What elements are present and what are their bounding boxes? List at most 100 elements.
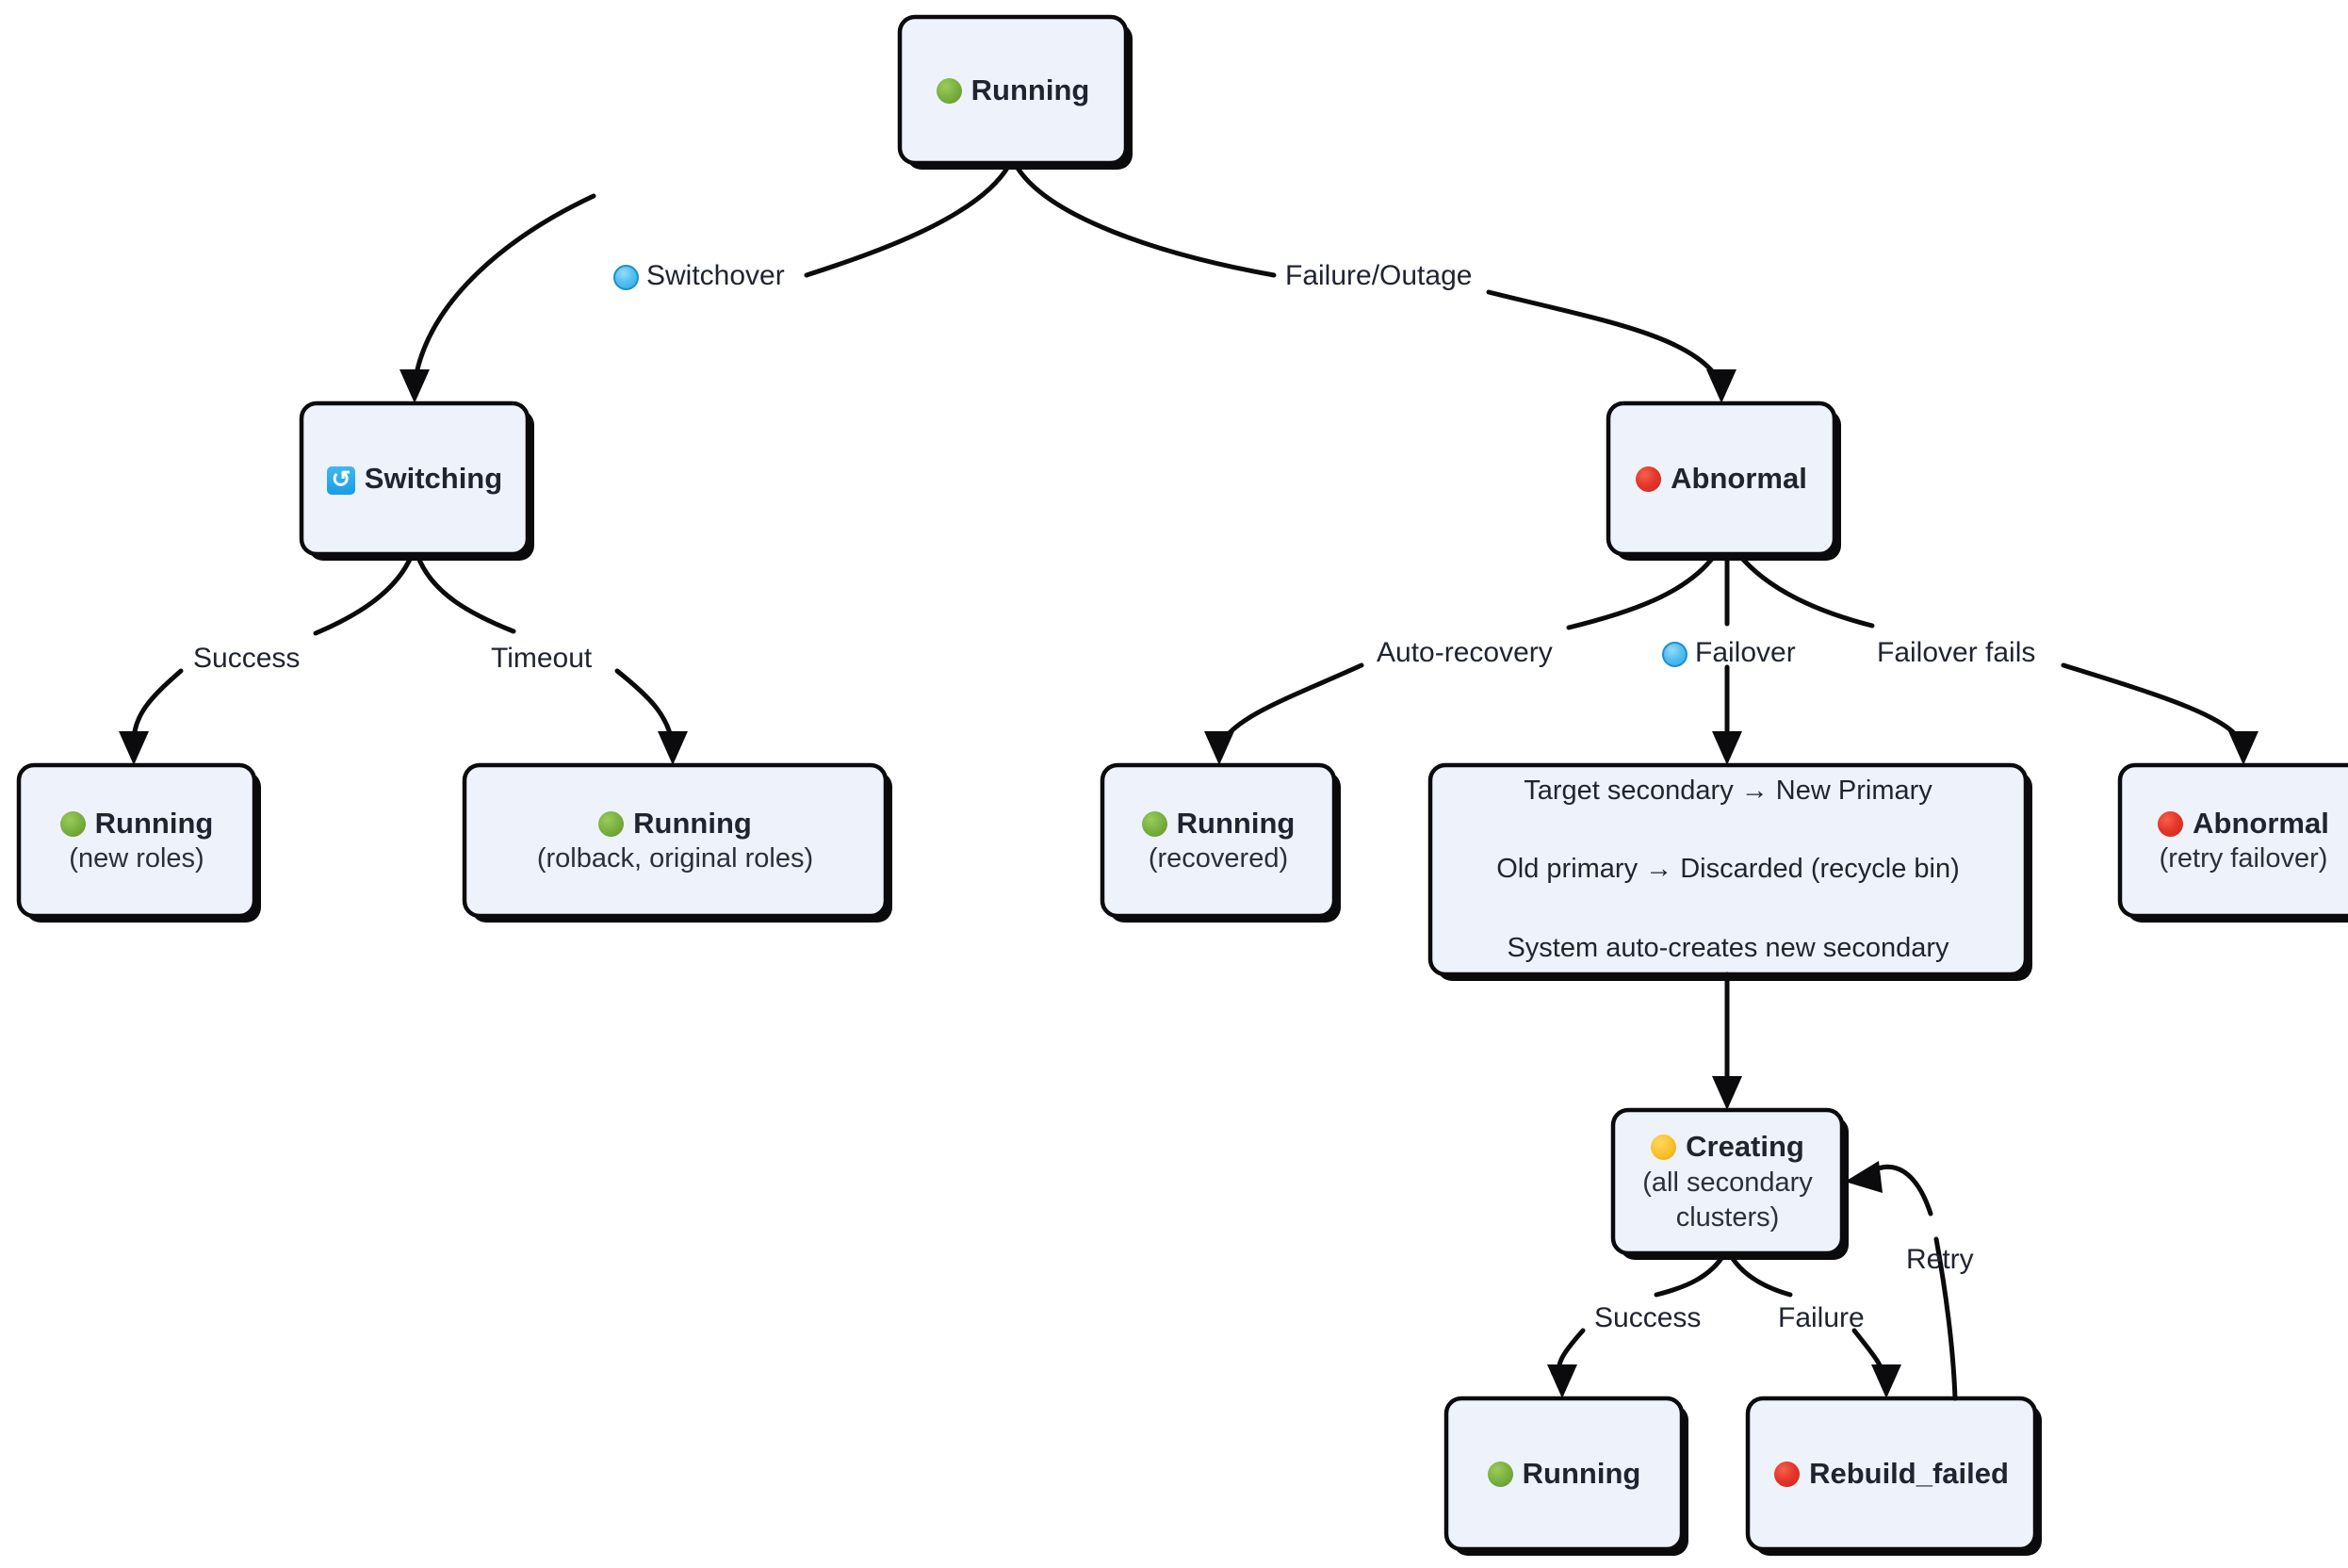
edge-label-text: Failover [1695, 637, 1796, 668]
edge-label-auto-recovery[interactable]: Auto-recovery [1377, 637, 1553, 669]
edge-failover-fails-lower [2061, 662, 2246, 749]
edge-label-text: Success [1594, 1302, 1702, 1333]
arrow-running-recovered [1204, 731, 1234, 765]
edge-failure-lower [1486, 289, 1724, 387]
node-title-running-rollback: Running [598, 805, 752, 842]
node-label-switching[interactable]: Switching [302, 403, 528, 554]
switch-arrows-icon [326, 466, 355, 495]
edge-label-text: Failure/Outage [1285, 260, 1473, 291]
red-circle-icon [2158, 810, 2184, 837]
edge-auto-recovery-lower [1216, 662, 1364, 749]
edge-label-failover-fails[interactable]: Failover fails [1877, 637, 2035, 669]
edge-label-failure-outage[interactable]: Failure/Outage [1285, 260, 1472, 292]
arrow-switching [399, 369, 430, 403]
node-subtitle-abnormal-retry: (retry failover) [2159, 843, 2328, 874]
node-label-running-new-roles[interactable]: Running (new roles) [19, 765, 254, 916]
node-title-abnormal-retry: Abnormal [2158, 805, 2329, 842]
edge-failover-fails-upper [1737, 552, 1875, 629]
node-title-abnormal: Abnormal [1636, 460, 1807, 498]
edge-failure-upper [1013, 162, 1277, 278]
node-title-text: Creating [1686, 1130, 1804, 1164]
edge-creating-failure-upper [1727, 1251, 1793, 1298]
node-label-running-recovered[interactable]: Running (recovered) [1102, 765, 1334, 916]
green-circle-icon [1487, 1462, 1513, 1488]
node-box-running-recovered[interactable] [1100, 762, 1337, 919]
node-title-running-final: Running [1487, 1455, 1641, 1493]
node-box-running-final[interactable] [1443, 1396, 1685, 1552]
green-circle-icon [936, 77, 962, 104]
edge-label-text: Failure [1778, 1302, 1865, 1333]
edge-label-success-switching[interactable]: Success [193, 643, 300, 675]
node-title-running-root: Running [936, 72, 1090, 109]
arrow-running-final [1547, 1364, 1577, 1398]
node-title-running-recovered: Running [1141, 805, 1296, 842]
edge-timeout-upper [415, 552, 516, 634]
node-title-text: Running [633, 806, 752, 840]
arrow-abnormal [1706, 369, 1737, 403]
node-subtitle-running-rollback: (rolback, original roles) [536, 843, 814, 874]
node-title-running-new-roles: Running [59, 805, 214, 842]
node-title-text: Running [1522, 1457, 1641, 1491]
arrow-failover-detail [1712, 731, 1742, 765]
arrow-retry-creating [1845, 1161, 1883, 1193]
arrow-rebuild-failed [1871, 1364, 1901, 1398]
edge-label-timeout[interactable]: Timeout [491, 643, 592, 675]
blue-circle-icon [1662, 641, 1688, 667]
edge-success-upper [313, 552, 415, 636]
node-title-switching: Switching [326, 460, 503, 498]
edge-label-text: Success [193, 643, 301, 674]
failover-detail-line-2: Old primary → Discarded (recycle bin) [1496, 854, 1960, 885]
edge-label-retry[interactable]: Retry [1906, 1244, 1974, 1276]
node-shapes [16, 14, 2348, 1556]
arrow-running-new-roles [119, 731, 149, 765]
node-label-creating[interactable]: Creating (all secondary clusters) [1613, 1110, 1842, 1253]
red-circle-icon [1636, 466, 1662, 493]
node-label-abnormal[interactable]: Abnormal [1608, 403, 1834, 554]
edge-label-text: Timeout [491, 643, 593, 674]
node-label-running-final[interactable]: Running [1446, 1398, 1682, 1549]
node-label-abnormal-retry[interactable]: Abnormal (retry failover) [2120, 765, 2348, 916]
arrow-running-rollback [658, 731, 688, 765]
node-box-running-rollback[interactable] [462, 762, 889, 919]
green-circle-icon [59, 810, 86, 837]
node-title-text: Abnormal [2193, 806, 2329, 840]
blue-circle-icon [613, 264, 639, 290]
node-title-text: Switching [364, 462, 503, 496]
arrow-abnormal-retry [2228, 731, 2258, 765]
edge-label-text: Failover fails [1877, 637, 2036, 668]
edge-label-creating-failure[interactable]: Failure [1778, 1302, 1865, 1334]
node-title-creating: Creating [1651, 1128, 1804, 1166]
node-box-running-new-roles[interactable] [16, 762, 257, 919]
yellow-circle-icon [1651, 1135, 1677, 1161]
edge-label-switchover[interactable]: Switchover [613, 260, 785, 292]
edge-paths [119, 162, 2258, 1401]
node-title-text: Running [970, 73, 1090, 106]
edge-retry-lower [1933, 1236, 1958, 1401]
node-title-rebuild-failed: Rebuild_failed [1774, 1455, 2009, 1493]
edge-auto-recovery-upper [1566, 552, 1718, 630]
edge-label-failover[interactable]: Failover [1662, 637, 1796, 669]
edge-switchover-lower [412, 193, 596, 387]
node-title-text: Running [1176, 806, 1296, 840]
green-circle-icon [598, 810, 625, 837]
edge-label-text: Switchover [646, 260, 785, 291]
node-box-rebuild-failed[interactable] [1745, 1396, 2038, 1552]
failover-detail-line-3: System auto-creates new secondary [1507, 932, 1949, 963]
edge-label-text: Auto-recovery [1377, 637, 1553, 668]
edge-label-creating-success[interactable]: Success [1594, 1302, 1701, 1334]
node-label-running-root[interactable]: Running [900, 17, 1126, 163]
node-title-text: Running [94, 806, 214, 840]
node-title-text: Rebuild_failed [1809, 1457, 2009, 1491]
node-subtitle-running-new-roles: (new roles) [69, 843, 204, 874]
node-label-failover-detail[interactable]: Target secondary → New Primary Old prima… [1430, 765, 2026, 974]
node-box-running-root[interactable] [897, 14, 1129, 166]
green-circle-icon [1141, 810, 1167, 837]
failover-detail-line-1: Target secondary → New Primary [1524, 776, 1932, 807]
node-label-rebuild-failed[interactable]: Rebuild_failed [1748, 1398, 2035, 1549]
node-subtitle-running-recovered: (recovered) [1148, 843, 1289, 874]
node-label-running-rollback[interactable]: Running (rolback, original roles) [465, 765, 886, 916]
edge-label-text: Retry [1906, 1244, 1974, 1275]
